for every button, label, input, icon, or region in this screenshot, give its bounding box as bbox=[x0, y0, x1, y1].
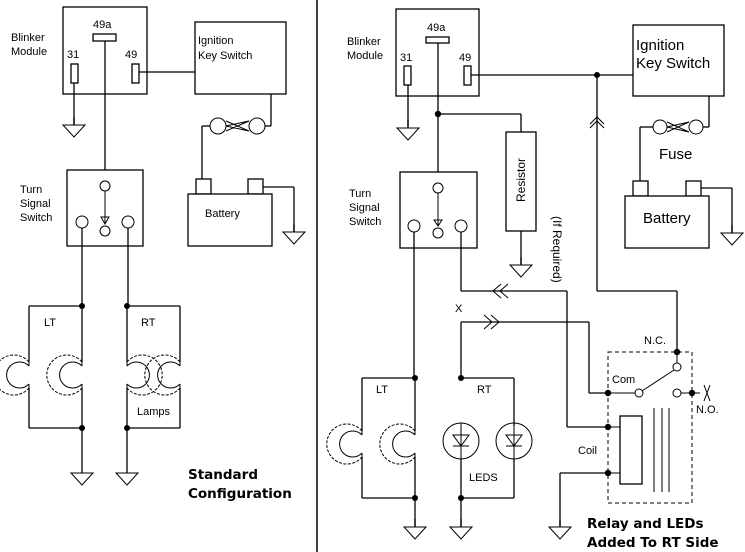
relay: N.C. Com N.O. Coil bbox=[578, 335, 719, 504]
left-battery-label: Battery bbox=[205, 208, 240, 220]
ground-icon bbox=[396, 119, 420, 141]
relay-coil-label: Coil bbox=[578, 445, 597, 457]
ground-icon bbox=[720, 224, 744, 246]
left-pin-49-label: 49 bbox=[125, 49, 137, 61]
ground-icon bbox=[282, 223, 306, 245]
left-title-line-2: Configuration bbox=[188, 486, 292, 502]
left-lt-lamps: LT bbox=[0, 303, 94, 486]
relay-no-label: N.O. bbox=[696, 404, 719, 416]
left-turn-label-1: Turn bbox=[20, 184, 42, 196]
left-turn-label-3: Switch bbox=[20, 212, 52, 224]
left-blinker-label-2: Module bbox=[11, 46, 47, 58]
ground-icon bbox=[548, 518, 572, 540]
right-lt-lamps: LT bbox=[326, 375, 427, 540]
right-turn-label-2: Signal bbox=[349, 202, 380, 214]
ground-icon bbox=[62, 116, 86, 138]
led-icon bbox=[442, 422, 480, 460]
right-battery bbox=[624, 195, 710, 249]
right-ignition-switch bbox=[632, 24, 725, 97]
connector-icon bbox=[492, 283, 509, 299]
cut-mark-x: X bbox=[455, 303, 463, 315]
lamp-icon bbox=[0, 354, 30, 396]
left-rt-lamps: RT Lamps bbox=[115, 303, 181, 486]
right-turn-label-3: Switch bbox=[349, 216, 381, 228]
right-pin-49 bbox=[463, 65, 472, 86]
right-title-line-1: Relay and LEDs bbox=[587, 516, 704, 532]
left-pin-31-label: 31 bbox=[67, 49, 79, 61]
ground-icon bbox=[115, 464, 139, 486]
left-pin-49 bbox=[131, 63, 140, 84]
left-lt-label: LT bbox=[44, 317, 56, 329]
right-title-line-2: Added To RT Side bbox=[587, 535, 719, 551]
left-blinker-label-1: Blinker bbox=[11, 32, 45, 44]
right-blinker-label-1: Blinker bbox=[347, 36, 381, 48]
right-panel: 49a 31 49 Blinker Module Ignition Key Sw… bbox=[326, 8, 744, 551]
left-pin-49a bbox=[92, 33, 117, 42]
connector-icon bbox=[589, 116, 605, 129]
left-panel: 49a 31 49 Blinker Module Ignition Key Sw… bbox=[0, 6, 306, 502]
left-battery bbox=[187, 193, 273, 247]
lamp-icon bbox=[379, 423, 416, 465]
right-leds-label: LEDS bbox=[469, 472, 498, 484]
right-ignition-label-1: Ignition bbox=[636, 37, 684, 54]
right-fuse: Fuse bbox=[639, 96, 710, 181]
left-pin-49a-label: 49a bbox=[93, 19, 112, 31]
left-ignition-switch bbox=[194, 21, 287, 95]
lamp-icon bbox=[326, 423, 363, 465]
relay-nc-label: N.C. bbox=[644, 335, 666, 347]
right-pin-31 bbox=[403, 65, 412, 86]
ground-icon bbox=[449, 518, 473, 540]
right-pin-31-label: 31 bbox=[400, 52, 412, 64]
right-pin-49-label: 49 bbox=[459, 52, 471, 64]
right-ignition-label-2: Key Switch bbox=[636, 55, 710, 72]
lamp-icon bbox=[126, 354, 163, 396]
no-cut-mark bbox=[703, 384, 711, 402]
relay-com-label: Com bbox=[612, 374, 635, 386]
left-pin-31 bbox=[70, 63, 79, 84]
right-fuse-label: Fuse bbox=[659, 146, 692, 163]
connector-icon bbox=[483, 314, 500, 330]
resistor-label: Resistor bbox=[514, 158, 528, 202]
led-icon bbox=[495, 422, 533, 460]
resistor-note: (If Required) bbox=[550, 216, 564, 283]
left-rt-label: RT bbox=[141, 317, 156, 329]
left-ignition-label-2: Key Switch bbox=[198, 50, 252, 62]
right-lt-label: LT bbox=[376, 384, 388, 396]
right-rt-leds: RT LEDS bbox=[442, 375, 533, 540]
ground-icon bbox=[70, 464, 94, 486]
right-pin-49a bbox=[425, 36, 450, 44]
ground-icon bbox=[403, 518, 427, 540]
left-title-line-1: Standard bbox=[188, 467, 258, 483]
right-blinker-label-2: Module bbox=[347, 50, 383, 62]
lamp-icon bbox=[46, 354, 83, 396]
right-turn-label-1: Turn bbox=[349, 188, 371, 200]
left-turn-label-2: Signal bbox=[20, 198, 51, 210]
lamp-icon bbox=[144, 354, 181, 396]
right-rt-label: RT bbox=[477, 384, 492, 396]
right-pin-49a-label: 49a bbox=[427, 22, 446, 34]
ground-icon bbox=[509, 256, 533, 278]
right-battery-label: Battery bbox=[643, 210, 691, 227]
resistor bbox=[505, 131, 537, 232]
left-fuse bbox=[201, 94, 272, 179]
left-lamps-label: Lamps bbox=[137, 406, 171, 418]
left-ignition-label-1: Ignition bbox=[198, 35, 233, 47]
relay-coil bbox=[619, 415, 643, 485]
